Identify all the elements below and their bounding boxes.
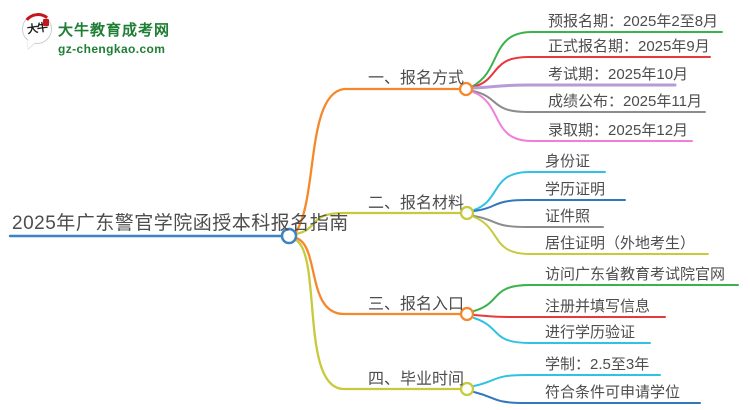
leaf-3-3-line <box>473 317 651 344</box>
branch-3-line <box>294 236 463 316</box>
leaf-2-2-line <box>473 199 626 212</box>
seal-icon <box>43 19 49 26</box>
leaf-label: 符合条件可申请学位 <box>545 384 681 401</box>
branch-4-line <box>294 238 463 391</box>
leaf-label: 成绩公布：2025年11月 <box>548 93 702 110</box>
branch-1-node-circle <box>458 81 474 97</box>
branch-4-label: 四、毕业时间 <box>368 371 465 388</box>
logo-title: 大牛教育成考网 <box>58 22 171 39</box>
logo-texts: 大牛教育成考网 gz-chengkao.com <box>58 14 170 56</box>
branch-2-line <box>294 211 463 236</box>
leaf-label: 学制：2.5至3年 <box>545 356 650 373</box>
root-node-circle <box>280 227 298 245</box>
leaf-label: 学历证明 <box>545 181 606 198</box>
daniu-logo-icon: 大牛 <box>20 11 56 50</box>
leaf-label: 正式报名期：2025年9月 <box>548 38 710 55</box>
leaf-2-4-line <box>473 216 709 255</box>
leaf-label: 进行学历验证 <box>545 324 636 341</box>
leaf-label: 录取期：2025年12月 <box>548 122 689 139</box>
leaf-2-3-line <box>473 215 604 228</box>
branch-4-node-circle <box>459 381 475 397</box>
leaf-1-4-line <box>472 90 706 113</box>
leaf-4-1-line <box>473 374 661 387</box>
leaf-1-5-line <box>472 91 693 142</box>
branch-1-label: 一、报名方式 <box>368 70 465 87</box>
branch-3-node-circle <box>459 306 475 322</box>
leaf-label: 考试期：2025年10月 <box>548 66 689 83</box>
leaf-2-1-line <box>473 171 606 211</box>
branch-2-node-circle <box>459 205 475 221</box>
leaf-3-2-line <box>473 314 666 318</box>
leaf-4-2-line <box>473 391 701 404</box>
branch-1-line <box>294 87 461 234</box>
leaf-label: 注册并填写信息 <box>545 298 651 315</box>
root-node-label: 2025年广东警官学院函授本科报名指南 <box>12 213 349 234</box>
leaf-1-1-line <box>472 31 723 87</box>
leaf-label: 证件照 <box>545 208 591 225</box>
site-logo: 大牛 大牛教育成考网 gz-chengkao.com <box>20 11 170 56</box>
branch-3-label: 三、报名入口 <box>368 296 465 313</box>
branch-2-label: 二、报名材料 <box>368 195 465 212</box>
speech-bubble-tail-icon <box>25 40 36 50</box>
leaf-label: 预报名期：2025年2至8月 <box>548 13 719 30</box>
logo-domain: gz-chengkao.com <box>58 42 166 56</box>
leaf-1-2-line <box>472 56 711 88</box>
leaf-label: 居住证明（外地考生） <box>545 235 696 252</box>
leaf-3-1-line <box>473 284 739 312</box>
leaf-label: 身份证 <box>545 153 591 170</box>
leaf-1-3-line <box>471 83 677 90</box>
leaf-label: 访问广东省教育考试院官网 <box>545 266 726 283</box>
